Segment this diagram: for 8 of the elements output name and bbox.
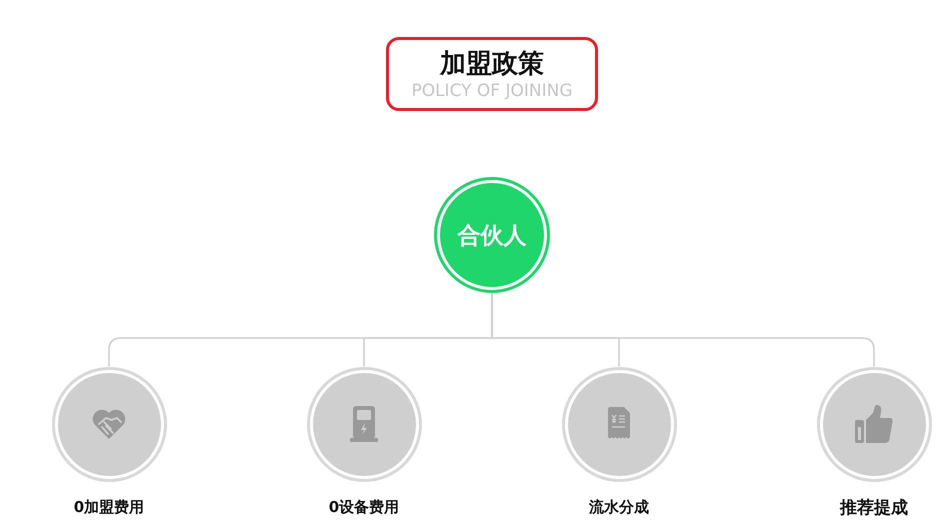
title-box [386, 37, 598, 111]
circle-node: 合伙人 [434, 177, 550, 293]
node-label: 0设备费用 [328, 496, 400, 518]
subtitle-text: POLICY OF JOINING [411, 80, 573, 102]
node-label: 推荐提成 [840, 496, 908, 518]
title-text: 加盟政策 [440, 48, 544, 80]
node-label: 流水分成 [589, 496, 649, 518]
node-label: 0加盟费用 [74, 496, 144, 518]
